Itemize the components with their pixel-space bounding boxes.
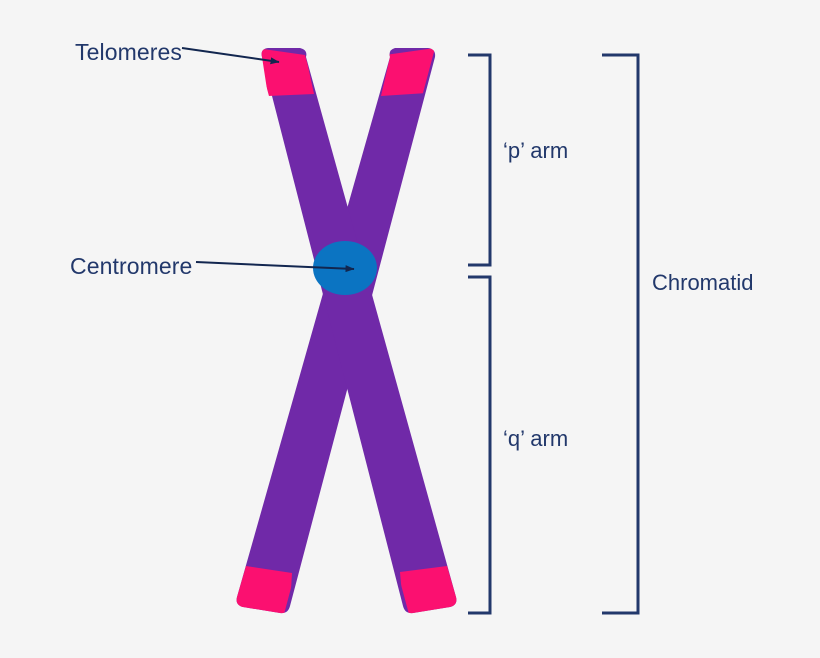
telomeres-leader-line	[181, 47, 280, 65]
telomeres-label: Telomeres	[75, 39, 182, 65]
telomere-bottom-left-group	[236, 566, 292, 614]
telomere-bottom-left	[236, 566, 292, 614]
telomere-top-right-group	[381, 48, 435, 96]
telomere-bottom-right-group	[400, 566, 457, 614]
q-arm-bracket-path	[468, 275, 492, 615]
centromere-label: Centromere	[70, 253, 192, 279]
telomere-bottom-right	[400, 566, 457, 614]
q-arm-bracket: ‘q’ arm	[468, 275, 568, 615]
p-arm-bracket: ‘p’ arm	[468, 53, 568, 267]
chromatid-left-arm	[261, 48, 457, 614]
telomere-top-right	[381, 48, 435, 96]
centromere-leader-line	[195, 261, 355, 273]
chromatid-bracket: Chromatid	[602, 53, 753, 615]
annotation-leaders	[181, 47, 355, 273]
chromatid-label: Chromatid	[652, 270, 753, 295]
q-arm-label: ‘q’ arm	[503, 426, 568, 451]
p-arm-bracket-path	[468, 53, 492, 267]
chromosome-body	[236, 48, 457, 614]
p-arm-label: ‘p’ arm	[503, 138, 568, 163]
chromatid-bracket-path	[602, 53, 640, 615]
